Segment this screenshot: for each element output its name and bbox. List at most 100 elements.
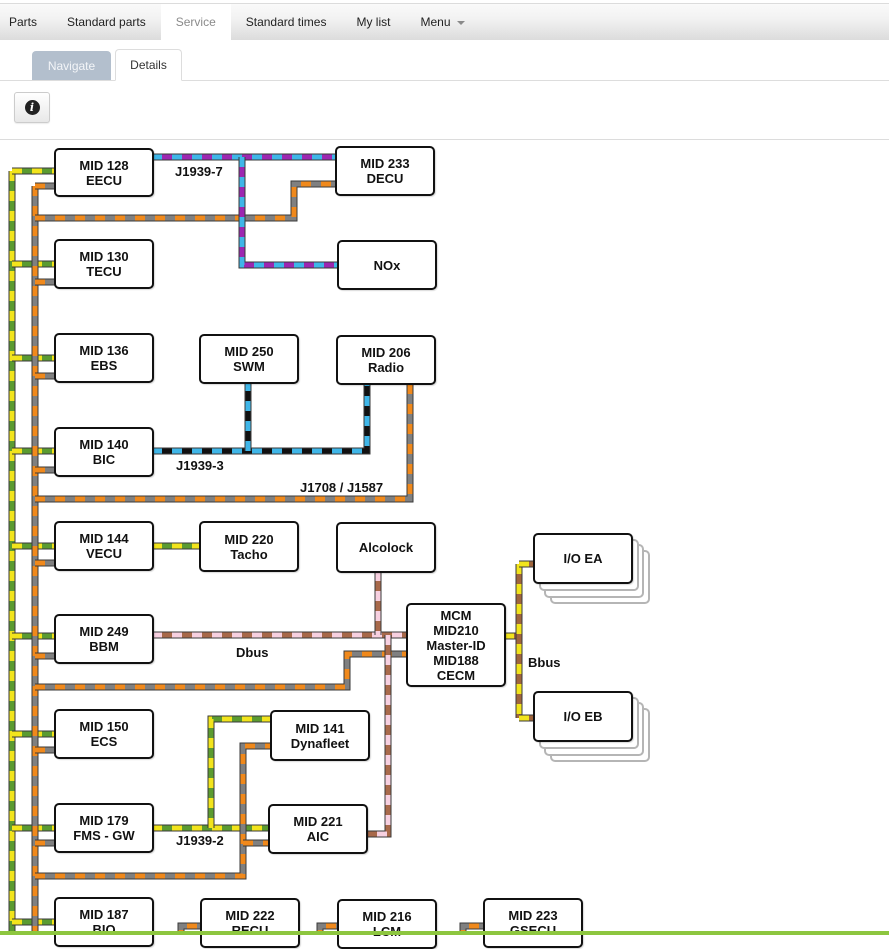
tab-menu[interactable]: Menu <box>405 4 479 40</box>
wire-j1708-mcm <box>35 650 407 691</box>
node-mid206-radio[interactable]: MID 206 Radio <box>336 335 436 385</box>
tab-label: Service <box>175 15 216 29</box>
wire-dash <box>178 923 201 935</box>
node-label-line: MID 249 <box>79 624 129 639</box>
node-label-line: BBM <box>89 639 119 654</box>
node-label-line: TECU <box>86 264 122 279</box>
node-label-line: MID 140 <box>79 437 129 452</box>
node-label-line: MID 216 <box>362 909 412 924</box>
info-button[interactable]: i <box>14 92 50 123</box>
tab-label: Parts <box>9 15 38 29</box>
bus-label-dbus: Dbus <box>236 645 269 660</box>
node-mid141-dynafleet[interactable]: MID 141 Dynafleet <box>270 710 370 761</box>
node-mid140-bic[interactable]: MID 140 BIC <box>54 427 154 477</box>
wire-base <box>152 383 370 454</box>
wire-dash <box>35 651 407 690</box>
node-label-line: DECU <box>366 171 404 186</box>
wire-j1939-7-nox <box>238 157 338 269</box>
wire-dash <box>35 181 336 221</box>
node-mid222-recu[interactable]: MID 222 RECU <box>200 898 300 948</box>
bus-label-j1708: J1708 / J1587 <box>300 480 384 495</box>
caret-down-icon <box>456 21 465 25</box>
tab-standard-times[interactable]: Standard times <box>231 4 342 40</box>
node-label-line: MID 136 <box>79 343 129 358</box>
subtab-divider <box>0 80 889 81</box>
node-mid220-tacho[interactable]: MID 220 Tacho <box>199 521 299 572</box>
node-label-line: FMS - GW <box>73 828 135 843</box>
node-label-line: I/O EB <box>563 709 603 724</box>
node-mid179-fms-gw[interactable]: MID 179 FMS - GW <box>54 803 154 853</box>
wire-j1708-recu <box>177 922 201 935</box>
node-label-line: CECM <box>436 667 476 683</box>
node-label-line: SWM <box>233 359 265 374</box>
node-alcolock[interactable]: Alcolock <box>336 522 436 573</box>
node-mid150-ecs[interactable]: MID 150 ECS <box>54 709 154 759</box>
node-io-eb[interactable]: I/O EB <box>533 691 633 742</box>
bus-label-j1939-2: J1939-2 <box>176 833 224 848</box>
main-nav: Parts Standard parts Service Standard ti… <box>0 4 889 40</box>
tab-parts[interactable]: Parts <box>0 4 52 40</box>
tab-label: Menu <box>420 15 451 29</box>
node-label-line: MID 223 <box>508 908 558 923</box>
node-label-line: MID 250 <box>224 344 274 359</box>
top-border <box>0 3 889 4</box>
node-label-line: ECS <box>90 734 118 749</box>
bus-label-j1939-3: J1939-3 <box>176 458 224 473</box>
node-label-line: MID188 <box>433 652 479 668</box>
node-label-line: MID 187 <box>79 907 129 922</box>
node-label-line: Tacho <box>230 546 268 562</box>
node-mid187-bio[interactable]: MID 187 BIO <box>54 897 154 947</box>
tab-my-list[interactable]: My list <box>341 4 405 40</box>
wire-dash <box>152 383 370 454</box>
tab-label: Standard parts <box>67 15 146 29</box>
wire-dash <box>317 923 338 935</box>
subtab-details[interactable]: Details <box>115 49 182 81</box>
wire-outline <box>152 383 371 455</box>
node-mid130-tecu[interactable]: MID 130 TECU <box>54 239 154 289</box>
node-io-ea[interactable]: I/O EA <box>533 533 633 584</box>
node-mid136-ebs[interactable]: MID 136 EBS <box>54 333 154 383</box>
node-label-line: Master-ID <box>426 637 486 653</box>
node-label-line: MID 206 <box>361 345 411 360</box>
wire-dash <box>366 635 391 837</box>
subtab-label: Details <box>130 58 167 72</box>
node-mid233-decu[interactable]: MID 233 DECU <box>335 146 435 196</box>
wire-j1939-2-dynafleet <box>207 715 271 828</box>
wire-j1708-gsecu <box>459 922 484 935</box>
node-mid144-vecu[interactable]: MID 144 VECU <box>54 521 154 571</box>
tab-standard-parts[interactable]: Standard parts <box>52 4 161 40</box>
wire-dbus-aic <box>366 635 392 838</box>
info-circle-icon: i <box>24 100 40 115</box>
node-nox[interactable]: NOx <box>337 240 437 290</box>
node-label-line: MID 130 <box>79 249 129 264</box>
node-label-line: MCM <box>440 607 472 623</box>
node-label-line: I/O EA <box>563 551 603 566</box>
node-label-line: NOx <box>373 257 401 273</box>
node-label-line: MID 128 <box>79 157 129 173</box>
node-label-line: EECU <box>85 172 123 188</box>
node-label-line: MID 233 <box>360 156 410 171</box>
tab-label: My list <box>356 15 391 29</box>
bus-label-j1939-7: J1939-7 <box>175 164 223 179</box>
node-label-line: MID 221 <box>293 814 343 829</box>
wire-j1708-dynafleet <box>35 742 271 880</box>
node-mid223-gsecu[interactable]: MID 223 GSECU <box>483 898 583 948</box>
node-mid221-aic[interactable]: MID 221 AIC <box>268 804 368 854</box>
node-label-line: VECU <box>85 546 123 561</box>
bus-label-bbus: Bbus <box>528 655 561 670</box>
node-label-line: MID 179 <box>79 813 129 828</box>
node-label-line: Dynafleet <box>290 735 350 751</box>
node-mid216-lcm[interactable]: MID 216 LCM <box>337 899 437 949</box>
tab-service[interactable]: Service <box>160 4 231 40</box>
node-label-line: MID 220 <box>224 531 274 547</box>
wire-j1708-radio <box>35 383 414 503</box>
node-label-line: MID 150 <box>79 719 129 734</box>
node-mid128-eecu[interactable]: MID 128 EECU <box>54 148 154 197</box>
node-mcm[interactable]: MCM MID210 Master-ID MID188 CECM <box>406 603 506 687</box>
subtab-navigate[interactable]: Navigate <box>32 51 111 80</box>
wire-dash <box>35 743 271 879</box>
wire-dash <box>239 157 338 268</box>
node-mid249-bbm[interactable]: MID 249 BBM <box>54 614 154 664</box>
node-mid250-swm[interactable]: MID 250 SWM <box>199 334 299 384</box>
